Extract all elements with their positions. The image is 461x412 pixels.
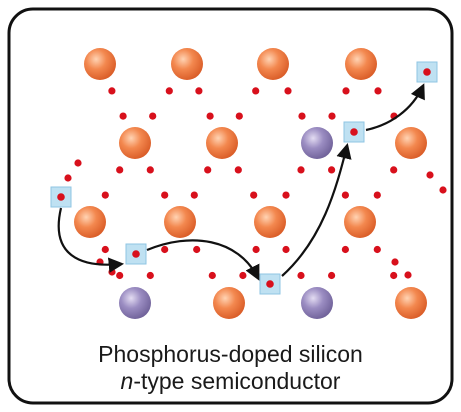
bond-electron-dot	[328, 166, 336, 174]
bond-electron-dot	[341, 245, 349, 254]
bond-electron-dot	[252, 245, 260, 254]
bond-electron-dot	[297, 166, 305, 174]
bond-electron-dot	[161, 245, 169, 254]
bond-electron-dot	[439, 186, 447, 194]
bond-electron-dot	[282, 245, 290, 254]
bond-electron-dot	[161, 191, 169, 199]
caption-subtitle: n-type semiconductor	[0, 370, 461, 393]
bond-electron-dot	[297, 271, 305, 280]
phosphorus-atom	[301, 127, 333, 159]
bond-electron-dot	[146, 271, 154, 280]
bond-electron-dot	[235, 112, 243, 120]
silicon-atom	[395, 287, 427, 319]
bond-electron-dot	[206, 112, 214, 120]
bond-electrons	[64, 87, 447, 280]
bond-electron-dot	[284, 87, 292, 95]
bond-electron-dot	[108, 87, 116, 95]
bond-electron-dot	[195, 87, 203, 95]
bond-electron-dot	[116, 166, 124, 174]
bond-electron-dot	[252, 87, 260, 95]
caption-n-letter: n	[120, 368, 134, 394]
free-electron-dot	[423, 68, 431, 76]
bond-electron-dot	[328, 271, 336, 280]
silicon-atom	[395, 127, 427, 159]
bond-electron-dot	[390, 166, 398, 174]
bond-electron-dot	[373, 245, 381, 254]
electron-path-arrow	[57, 207, 125, 273]
caption-type-text: -type semiconductor	[133, 368, 341, 394]
bond-electron-dot	[149, 112, 157, 120]
caption-title: Phosphorus-doped silicon	[98, 341, 363, 367]
bond-electron-dot	[116, 271, 124, 280]
bond-electron-dot	[298, 112, 306, 120]
bond-electron-dot	[119, 112, 127, 120]
phosphorus-atom	[301, 287, 333, 319]
silicon-atom	[206, 127, 238, 159]
silicon-atom	[254, 206, 286, 238]
bond-electron-dot	[342, 87, 350, 95]
bond-electron-dot	[74, 159, 82, 167]
bond-electron-dot	[390, 271, 398, 280]
bond-electron-dot	[165, 87, 173, 95]
silicon-atom	[345, 48, 377, 80]
bond-electron-dot	[146, 166, 154, 174]
bond-electron-dot	[108, 268, 116, 276]
electron-path-arrow	[281, 143, 352, 277]
silicon-atom	[164, 206, 196, 238]
free-electron-dot	[266, 280, 274, 288]
silicon-atom	[171, 48, 203, 80]
free-electron-dot	[57, 193, 65, 201]
silicon-atom	[213, 287, 245, 319]
bond-electron-dot	[101, 191, 109, 199]
bond-electron-dot	[101, 245, 109, 254]
bond-electron-dot	[404, 271, 412, 279]
phosphorus-atom	[119, 287, 151, 319]
electron-path-arrow	[365, 83, 425, 132]
bond-electron-dot	[204, 166, 212, 174]
bond-electron-dot	[250, 191, 258, 199]
bond-electron-dot	[426, 171, 434, 179]
bond-electron-dot	[391, 258, 399, 266]
free-electron-dot	[132, 250, 140, 258]
bond-electron-dot	[374, 87, 382, 95]
bond-electron-dot	[282, 191, 290, 199]
bond-electron-dot	[190, 191, 198, 199]
atoms	[74, 48, 427, 319]
free-electron-dot	[350, 128, 358, 136]
silicon-atom	[344, 206, 376, 238]
silicon-atom	[119, 127, 151, 159]
bond-electron-dot	[64, 174, 72, 182]
bond-electron-dot	[328, 112, 336, 120]
bond-electron-dot	[234, 166, 242, 174]
bond-electron-dot	[239, 271, 247, 280]
electron-path-arrow	[146, 239, 260, 281]
silicon-atom	[257, 48, 289, 80]
electron-paths	[57, 83, 425, 281]
bond-electron-dot	[373, 191, 381, 199]
bond-electron-dot	[193, 245, 201, 254]
bond-electron-dot	[341, 191, 349, 199]
silicon-atom	[84, 48, 116, 80]
bond-electron-dot	[208, 271, 216, 280]
free-electrons	[50, 61, 438, 295]
silicon-atom	[74, 206, 106, 238]
